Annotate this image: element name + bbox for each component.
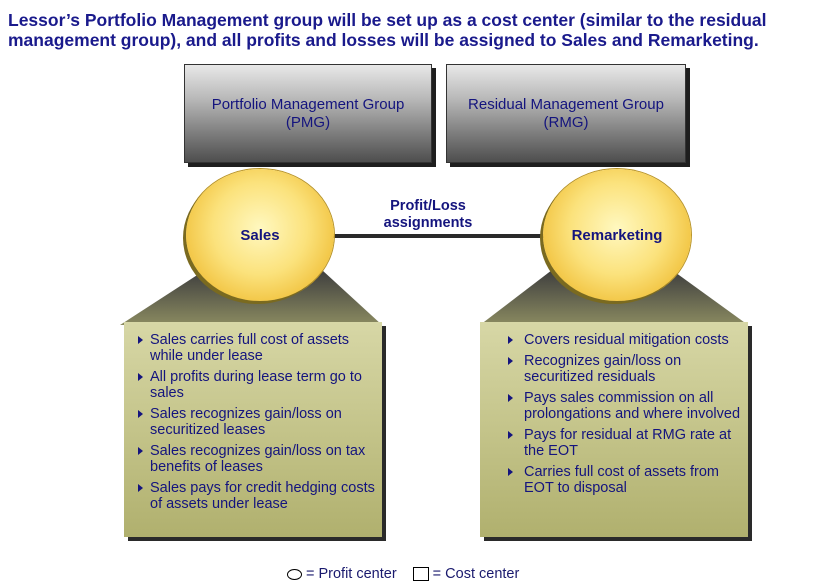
remarketing-label: Remarketing <box>571 226 663 244</box>
connector-label-line2: assignments <box>383 215 473 231</box>
list-item: Carries full cost of assets from EOT to … <box>494 464 742 496</box>
sales-label: Sales <box>240 226 280 244</box>
list-item: Sales recognizes gain/loss on tax benefi… <box>138 443 376 475</box>
bullet-arrow-icon <box>508 431 513 439</box>
pmg-title: Portfolio Management Group <box>211 95 405 113</box>
page-title: Lessor’s Portfolio Management group will… <box>8 10 767 50</box>
remarketing-circle: Remarketing <box>543 169 691 301</box>
pmg-abbrev: (PMG) <box>285 113 331 131</box>
sales-list: Sales carries full cost of assets while … <box>124 322 382 512</box>
bullet-arrow-icon <box>138 410 143 418</box>
list-item-text: Sales recognizes gain/loss on securitize… <box>150 406 342 438</box>
rmg-title: Residual Management Group <box>468 95 664 113</box>
list-item: All profits during lease term go to sale… <box>138 369 376 401</box>
bullet-arrow-icon <box>138 447 143 455</box>
connector-label-line1: Profit/Loss <box>390 198 466 214</box>
list-item-text: Sales recognizes gain/loss on tax benefi… <box>150 443 366 475</box>
list-item-text: Recognizes gain/loss on securitized resi… <box>524 353 682 385</box>
list-item: Covers residual mitigation costs <box>494 332 742 348</box>
cost-center-square-icon <box>412 567 429 581</box>
rmg-box: Residual Management Group (RMG) <box>446 64 686 163</box>
sales-circle: Sales <box>186 169 334 301</box>
list-item-text: Carries full cost of assets from EOT to … <box>524 464 719 496</box>
bullet-arrow-icon <box>508 357 513 365</box>
bullet-arrow-icon <box>138 484 143 492</box>
list-item: Sales recognizes gain/loss on securitize… <box>138 406 376 438</box>
list-item-text: Covers residual mitigation costs <box>524 332 729 348</box>
sales-details-panel: Sales carries full cost of assets while … <box>124 322 382 537</box>
profit-loss-connector <box>330 234 546 238</box>
remarketing-details-panel: Covers residual mitigation costs Recogni… <box>480 322 748 537</box>
list-item: Pays sales commission on all prolongatio… <box>494 390 742 422</box>
connector-label: Profit/Loss assignments <box>358 198 498 232</box>
bullet-arrow-icon <box>508 468 513 476</box>
list-item-text: Pays sales commission on all prolongatio… <box>524 390 741 422</box>
list-item-text: Sales pays for credit hedging costs of a… <box>150 480 375 512</box>
legend: = Profit center = Cost center <box>287 566 519 582</box>
remarketing-list: Covers residual mitigation costs Recogni… <box>480 322 748 496</box>
legend-profit-center: = Profit center <box>306 566 397 582</box>
list-item: Pays for residual at RMG rate at the EOT <box>494 427 742 459</box>
bullet-arrow-icon <box>508 394 513 402</box>
list-item-text: Pays for residual at RMG rate at the EOT <box>524 427 732 459</box>
bullet-arrow-icon <box>138 373 143 381</box>
list-item-text: Sales carries full cost of assets while … <box>150 332 350 364</box>
list-item: Sales carries full cost of assets while … <box>138 332 376 364</box>
bullet-arrow-icon <box>508 336 513 344</box>
profit-center-oval-icon <box>287 568 302 580</box>
list-item: Recognizes gain/loss on securitized resi… <box>494 353 742 385</box>
list-item: Sales pays for credit hedging costs of a… <box>138 480 376 512</box>
pmg-box: Portfolio Management Group (PMG) <box>184 64 432 163</box>
bullet-arrow-icon <box>138 336 143 344</box>
list-item-text: All profits during lease term go to sale… <box>150 369 362 401</box>
rmg-abbrev: (RMG) <box>543 113 589 131</box>
legend-cost-center: = Cost center <box>432 566 520 582</box>
